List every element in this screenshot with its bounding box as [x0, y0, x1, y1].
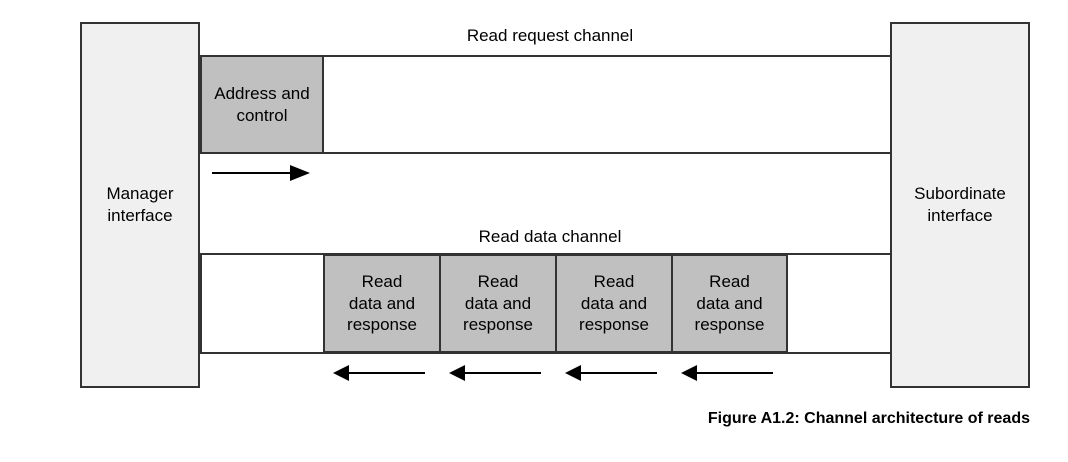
read-request-channel-label: Read request channel	[466, 26, 634, 45]
read-request-direction-arrow-right	[212, 165, 310, 181]
read-data-direction-arrow-left-3	[565, 365, 657, 381]
read-data-direction-arrow-left-1	[333, 365, 425, 381]
read-data-direction-arrow-left-4	[681, 365, 773, 381]
read-data-response-cell-1: Read data and response	[323, 255, 440, 352]
figure-caption: Figure A1.2: Channel architecture of rea…	[707, 410, 1030, 427]
read-data-channel-label: Read data channel	[478, 227, 622, 246]
manager-interface-box: Manager interface	[80, 22, 200, 388]
read-data-response-cell-3: Read data and response	[556, 255, 672, 352]
subordinate-interface-box: Subordinate interface	[890, 22, 1030, 388]
read-data-direction-arrow-left-2	[449, 365, 541, 381]
read-request-address-and-control-cell: Address and control	[200, 55, 324, 154]
read-data-response-cell-4: Read data and response	[672, 255, 788, 352]
read-data-response-cell-2: Read data and response	[440, 255, 556, 352]
